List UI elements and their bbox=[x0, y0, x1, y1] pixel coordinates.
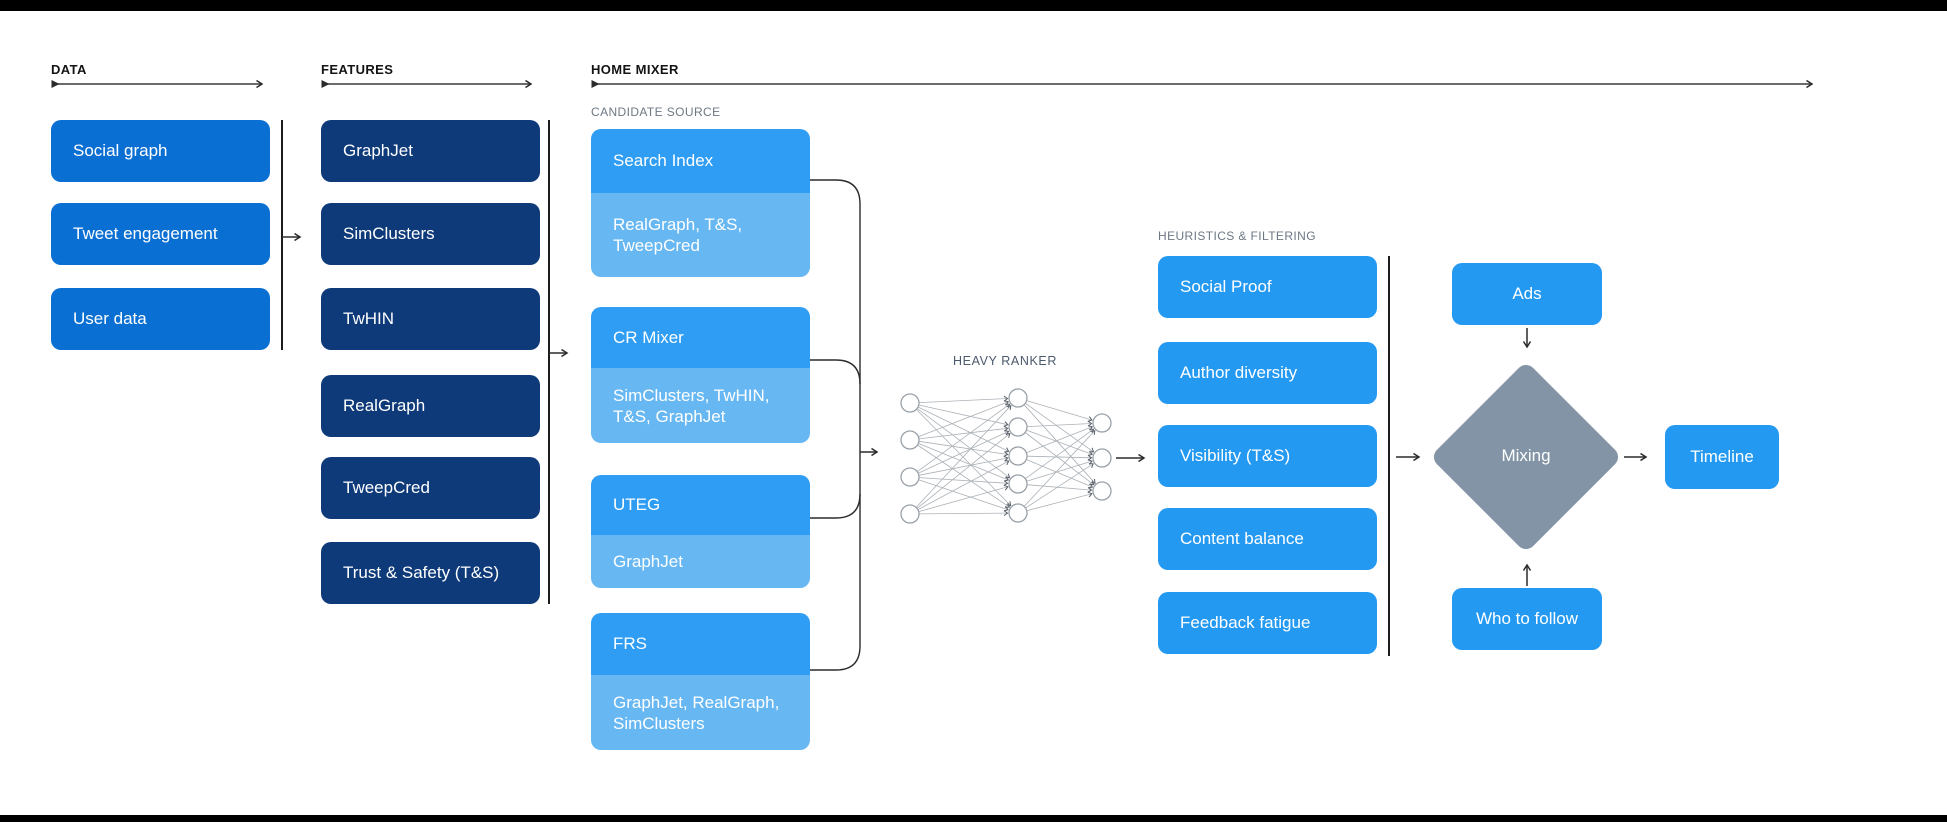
candidate-source-features: RealGraph, T&S, TweepCred bbox=[591, 193, 810, 277]
box-label: UTEG bbox=[613, 495, 661, 514]
divider-lines bbox=[281, 120, 1390, 656]
candidate-source-name: CR Mixer bbox=[591, 307, 810, 368]
feature-box-simclusters: SimClusters bbox=[321, 203, 540, 265]
feature-box-graphjet: GraphJet bbox=[321, 120, 540, 182]
box-label: RealGraph bbox=[343, 396, 426, 415]
feature-box-twhin: TwHIN bbox=[321, 288, 540, 350]
timeline-box: Timeline bbox=[1665, 425, 1779, 489]
candidate-source-features: GraphJet, RealGraph, SimClusters bbox=[591, 675, 810, 750]
heuristics-filtering-header: HEURISTICS & FILTERING bbox=[1158, 229, 1316, 243]
box-label: Who to follow bbox=[1475, 609, 1579, 628]
data-box-tweet-engagement: Tweet engagement bbox=[51, 203, 270, 265]
box-label: Timeline bbox=[1690, 447, 1754, 466]
data-box-social-graph: Social graph bbox=[51, 120, 270, 182]
uteg-connector bbox=[810, 493, 861, 519]
home-mixer-section-header: HOME MIXER bbox=[591, 62, 679, 77]
box-label: Social Proof bbox=[1180, 277, 1272, 296]
box-label: Feedback fatigue bbox=[1180, 613, 1311, 632]
box-sublabel: RealGraph, T&S, TweepCred bbox=[613, 215, 743, 255]
candidate-source-uteg: UTEG GraphJet bbox=[591, 475, 810, 588]
feature-box-realgraph: RealGraph bbox=[321, 375, 540, 437]
box-sublabel: GraphJet bbox=[613, 552, 683, 571]
box-label: Search Index bbox=[613, 151, 714, 170]
features-section-header: FEATURES bbox=[321, 62, 394, 77]
candidate-source-features: SimClusters, TwHIN, T&S, GraphJet bbox=[591, 368, 810, 443]
mixing-diamond bbox=[1433, 364, 1619, 550]
box-label: Social graph bbox=[73, 141, 168, 160]
box-sublabel: SimClusters, TwHIN, T&S, GraphJet bbox=[613, 385, 770, 426]
frs-connector bbox=[810, 452, 861, 671]
data-section-header: DATA bbox=[51, 62, 87, 77]
box-label: SimClusters bbox=[343, 224, 435, 243]
box-label: Tweet engagement bbox=[73, 224, 218, 243]
mixing-diamond-label: Mixing bbox=[1501, 446, 1551, 465]
candidate-source-name: FRS bbox=[591, 613, 810, 675]
who-to-follow-box: Who to follow bbox=[1452, 588, 1602, 650]
flow-arrows bbox=[282, 232, 1648, 586]
heavy-ranker-network bbox=[900, 388, 1112, 524]
box-label: TweepCred bbox=[343, 478, 430, 497]
box-label: Content balance bbox=[1180, 529, 1304, 548]
network-edges bbox=[915, 395, 1096, 517]
heavy-ranker-header: HEAVY RANKER bbox=[953, 354, 1057, 368]
box-label: Author diversity bbox=[1180, 363, 1298, 382]
search-index-connector bbox=[810, 179, 861, 452]
box-label: TwHIN bbox=[343, 309, 394, 328]
candidate-connector-lines bbox=[810, 179, 861, 671]
candidate-source-frs: FRS GraphJet, RealGraph, SimClusters bbox=[591, 613, 810, 750]
box-label: Visibility (T&S) bbox=[1180, 446, 1291, 465]
candidate-source-name: UTEG bbox=[591, 475, 810, 535]
heuristic-box-social-proof: Social Proof bbox=[1158, 256, 1377, 318]
box-label: Trust & Safety (T&S) bbox=[343, 563, 500, 582]
heuristic-box-content-balance: Content balance bbox=[1158, 508, 1377, 570]
box-label: GraphJet bbox=[343, 141, 413, 160]
box-label: CR Mixer bbox=[613, 327, 684, 347]
candidate-source-name: Search Index bbox=[591, 129, 810, 193]
candidate-source-header: CANDIDATE SOURCE bbox=[591, 105, 721, 119]
heuristic-box-feedback-fatigue: Feedback fatigue bbox=[1158, 592, 1377, 654]
heuristic-box-author-diversity: Author diversity bbox=[1158, 342, 1377, 404]
box-sublabel: GraphJet, RealGraph, SimClusters bbox=[613, 692, 780, 733]
letterbox-top bbox=[0, 0, 1947, 11]
heuristic-box-visibility: Visibility (T&S) bbox=[1158, 425, 1377, 487]
ads-box: Ads bbox=[1452, 263, 1602, 325]
candidate-source-search-index: Search Index RealGraph, T&S, TweepCred bbox=[591, 129, 810, 277]
box-label: FRS bbox=[613, 634, 647, 653]
candidate-source-cr-mixer: CR Mixer SimClusters, TwHIN, T&S, GraphJ… bbox=[591, 307, 810, 443]
network-nodes bbox=[900, 388, 1112, 524]
data-box-user-data: User data bbox=[51, 288, 270, 350]
cr-mixer-connector bbox=[810, 359, 861, 385]
letterbox-bottom bbox=[0, 815, 1947, 822]
candidate-source-features: GraphJet bbox=[591, 535, 810, 588]
feature-box-trust-safety: Trust & Safety (T&S) bbox=[321, 542, 540, 604]
box-label: User data bbox=[73, 309, 147, 328]
box-label: Ads bbox=[1512, 284, 1542, 303]
feature-box-tweepcred: TweepCred bbox=[321, 457, 540, 519]
